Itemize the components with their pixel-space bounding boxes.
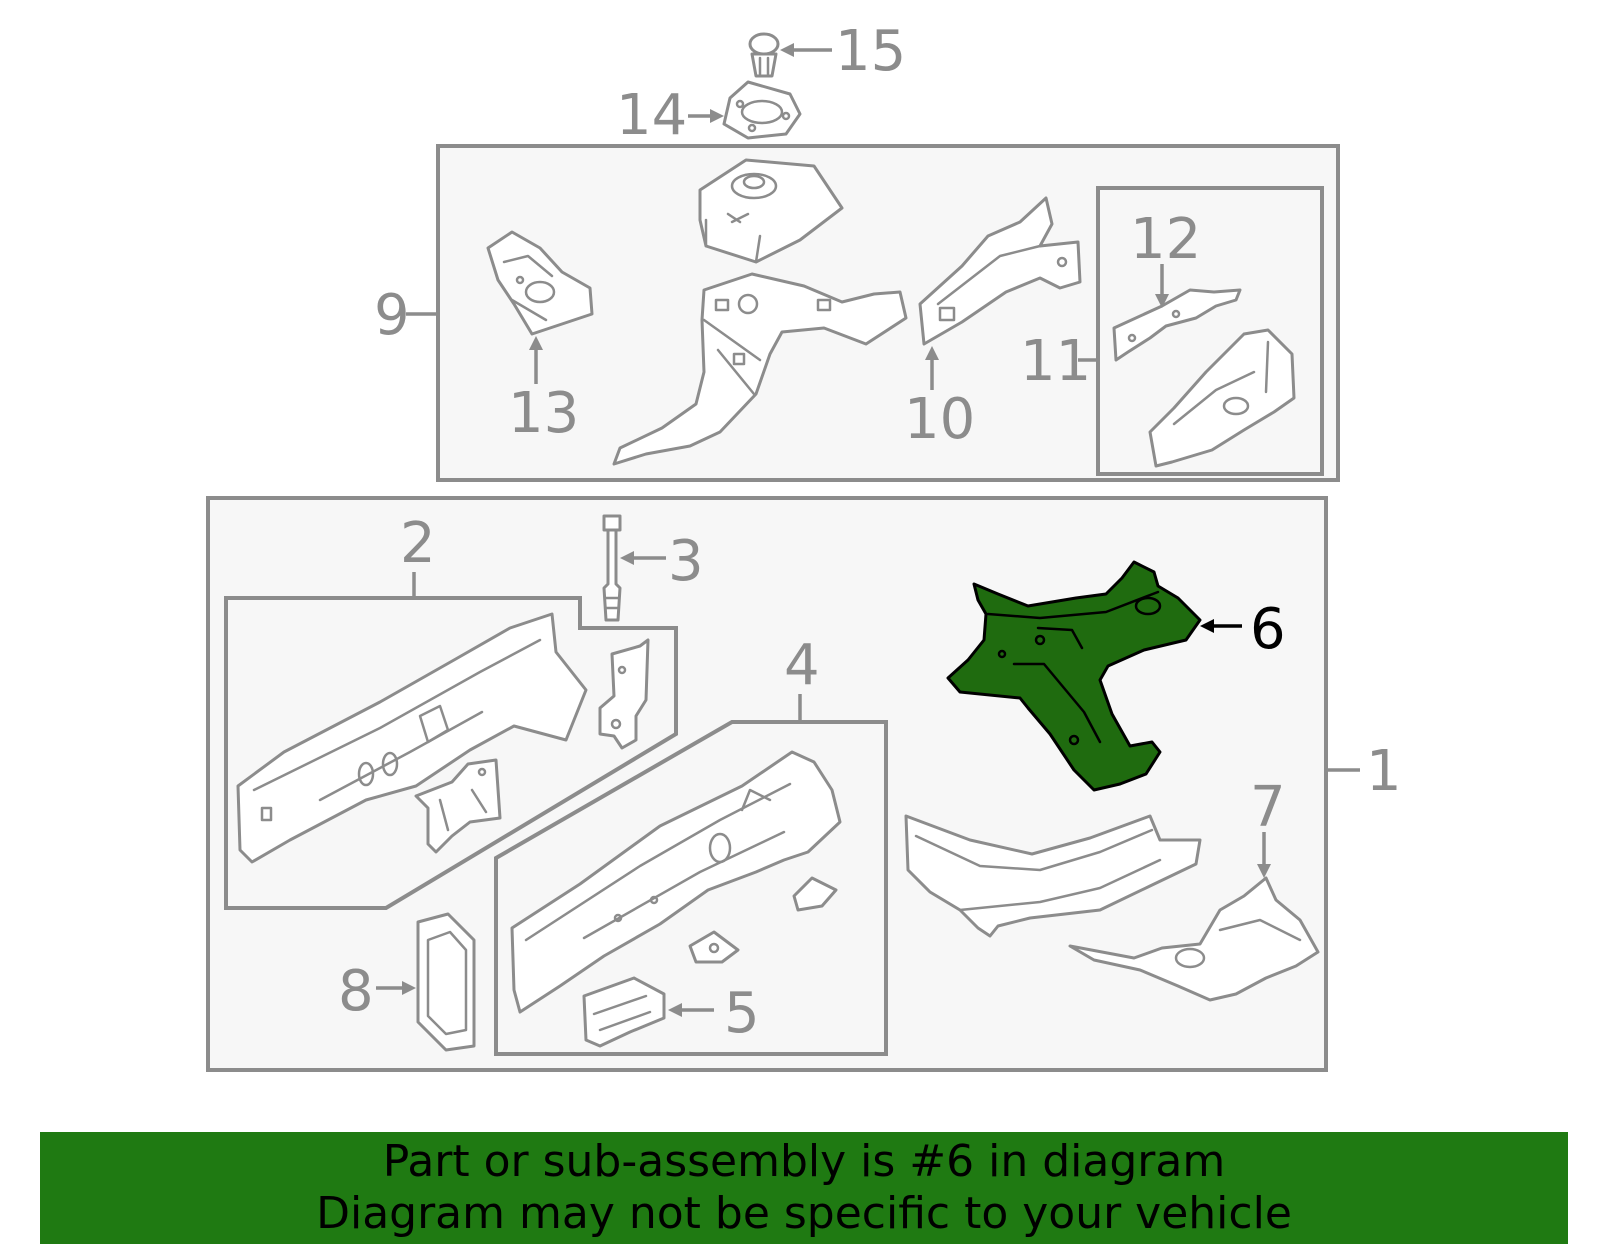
part-13-bracket[interactable] [486,230,594,336]
banner-line-disclaimer: Diagram may not be specific to your vehi… [316,1188,1292,1239]
callout-4[interactable]: 4 [784,633,820,698]
part-15-clip[interactable] [748,32,780,78]
callout-10[interactable]: 10 [904,387,975,452]
callout-1[interactable]: 1 [1366,739,1402,804]
arrowhead-8 [402,981,416,995]
callout-12[interactable]: 12 [1130,207,1201,272]
callout-14[interactable]: 14 [616,83,687,148]
callout-11[interactable]: 11 [1020,329,1091,394]
callout-7[interactable]: 7 [1250,775,1286,840]
part-5-bracket[interactable] [582,976,666,1048]
part-14-plate[interactable] [722,80,802,140]
part-1-side-member[interactable] [904,814,1202,938]
part-6-highlighted[interactable] [946,560,1202,792]
part-4-small-bracket-a[interactable] [792,876,838,912]
callout-8[interactable]: 8 [338,959,374,1024]
part-9-strut-tower[interactable] [612,158,908,466]
callout-3[interactable]: 3 [668,529,704,594]
part-4-inner-rail[interactable] [510,750,842,1014]
arrowhead-13 [529,336,543,350]
part-10-brace[interactable] [918,196,1082,346]
part-3-bolt[interactable] [602,514,622,622]
callout-9[interactable]: 9 [374,283,410,348]
part-2-bracket-a[interactable] [598,638,650,750]
arrowhead-12 [1155,294,1169,308]
arrowhead-3 [620,551,634,565]
part-2-front-rail[interactable] [236,612,588,864]
arrowhead-5 [668,1003,682,1017]
callout-13[interactable]: 13 [508,381,579,446]
banner-line-part: Part or sub-assembly is #6 in diagram [382,1136,1226,1187]
arrowhead-15 [780,43,794,57]
arrowhead-6 [1200,619,1214,633]
part-7-shield[interactable] [1068,876,1320,1002]
part-2-bracket-b[interactable] [414,758,502,854]
part-8-cover-plate[interactable] [416,912,476,1052]
callout-15[interactable]: 15 [835,19,906,84]
part-12-bracket[interactable] [1112,288,1242,362]
arrowhead-7 [1257,864,1271,878]
callout-6[interactable]: 6 [1250,597,1286,662]
arrowhead-14 [710,109,724,123]
arrowhead-10 [925,346,939,360]
part-11-rail-ext[interactable] [1148,328,1296,468]
callout-2[interactable]: 2 [400,511,436,576]
part-4-small-bracket-b[interactable] [688,930,740,964]
part-info-banner: Part or sub-assembly is #6 in diagram Di… [40,1132,1568,1244]
callout-5[interactable]: 5 [724,981,760,1046]
